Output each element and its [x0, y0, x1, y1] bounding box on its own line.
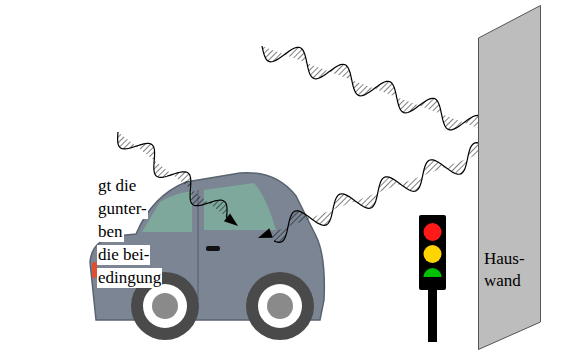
wall-outline [478, 5, 541, 350]
wave-arrowhead [258, 228, 273, 238]
wave-arrowhead [224, 213, 238, 226]
house-wall: Haus- wand [478, 5, 541, 350]
wave-curve [274, 143, 490, 243]
wall-label: Haus- wand [484, 248, 534, 292]
text-fragment: die bei- [97, 245, 150, 265]
wave-curve [262, 46, 484, 130]
wave-hatch [271, 143, 490, 243]
traffic-light [419, 215, 446, 342]
text-fragment: gunter- [97, 199, 148, 219]
wave-hatch [262, 46, 484, 130]
text-fragment: edingung [97, 268, 162, 288]
text-fragment: gt die [97, 176, 137, 196]
text-fragment: ben [97, 222, 124, 242]
car-illustration [90, 173, 324, 340]
